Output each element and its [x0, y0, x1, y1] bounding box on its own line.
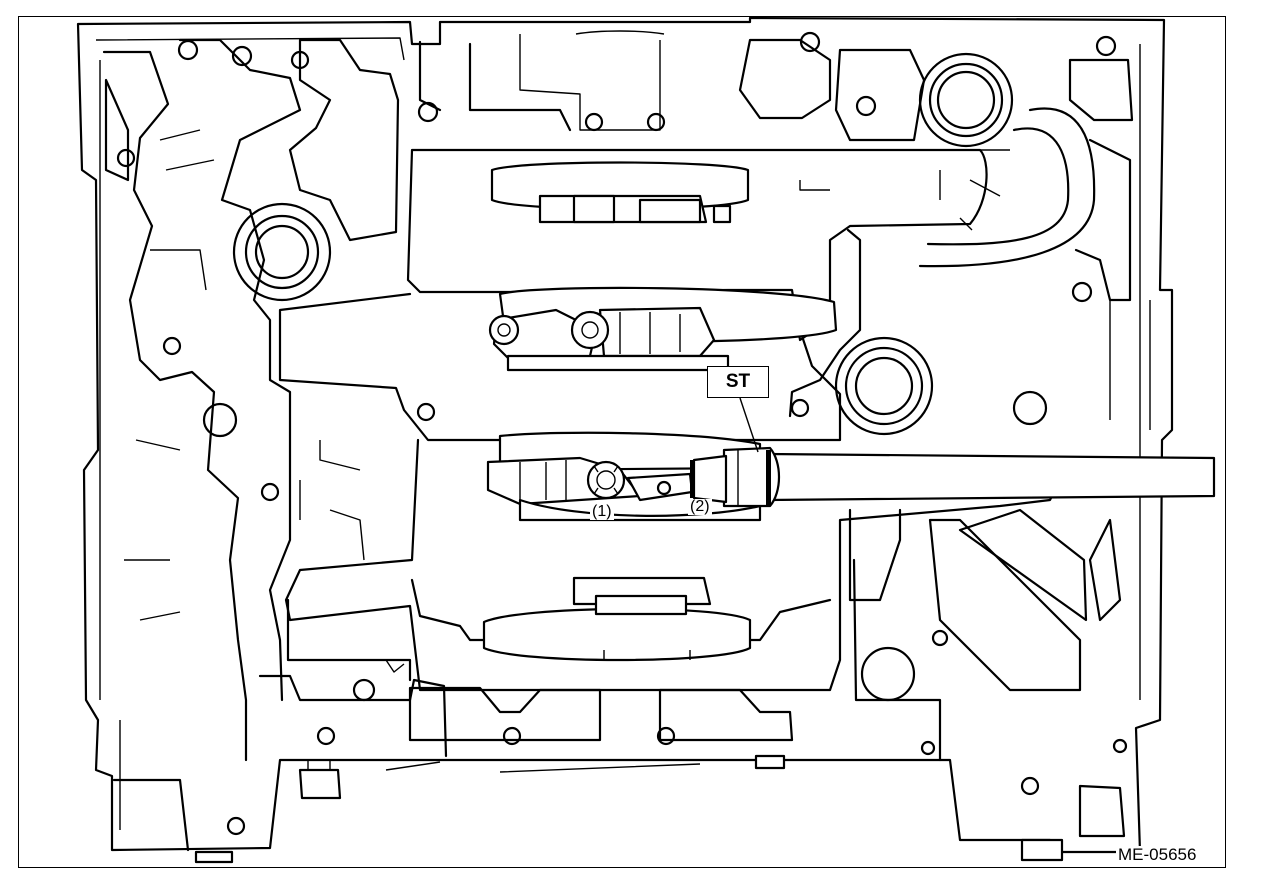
figure-id: ME-05656 [1116, 845, 1199, 864]
callout-2: (2) [688, 498, 712, 515]
right-main-bore-lower [834, 336, 934, 436]
special-tool-socket [690, 446, 1216, 508]
left-main-bore [232, 202, 332, 302]
connecting-rod-nut [586, 460, 626, 500]
upper-crank-counterweight [418, 30, 750, 224]
upper-connecting-rod [488, 286, 838, 372]
connecting-rod-bolt-end [626, 472, 694, 502]
special-tool-callout: ST [707, 366, 769, 398]
lower-crank-counterweight [482, 576, 752, 662]
casting-detail-lines [124, 170, 973, 773]
crankcase-openings [278, 148, 1122, 762]
special-tool-label: ST [725, 371, 751, 392]
right-main-bore-upper [918, 52, 1014, 148]
right-bolt-holes [790, 31, 1128, 796]
bottom-structure [112, 674, 1126, 864]
callout-1: (1) [590, 503, 614, 520]
left-web-structure [102, 38, 400, 762]
st-leader-line [739, 397, 759, 453]
right-web-structure [738, 38, 1134, 420]
